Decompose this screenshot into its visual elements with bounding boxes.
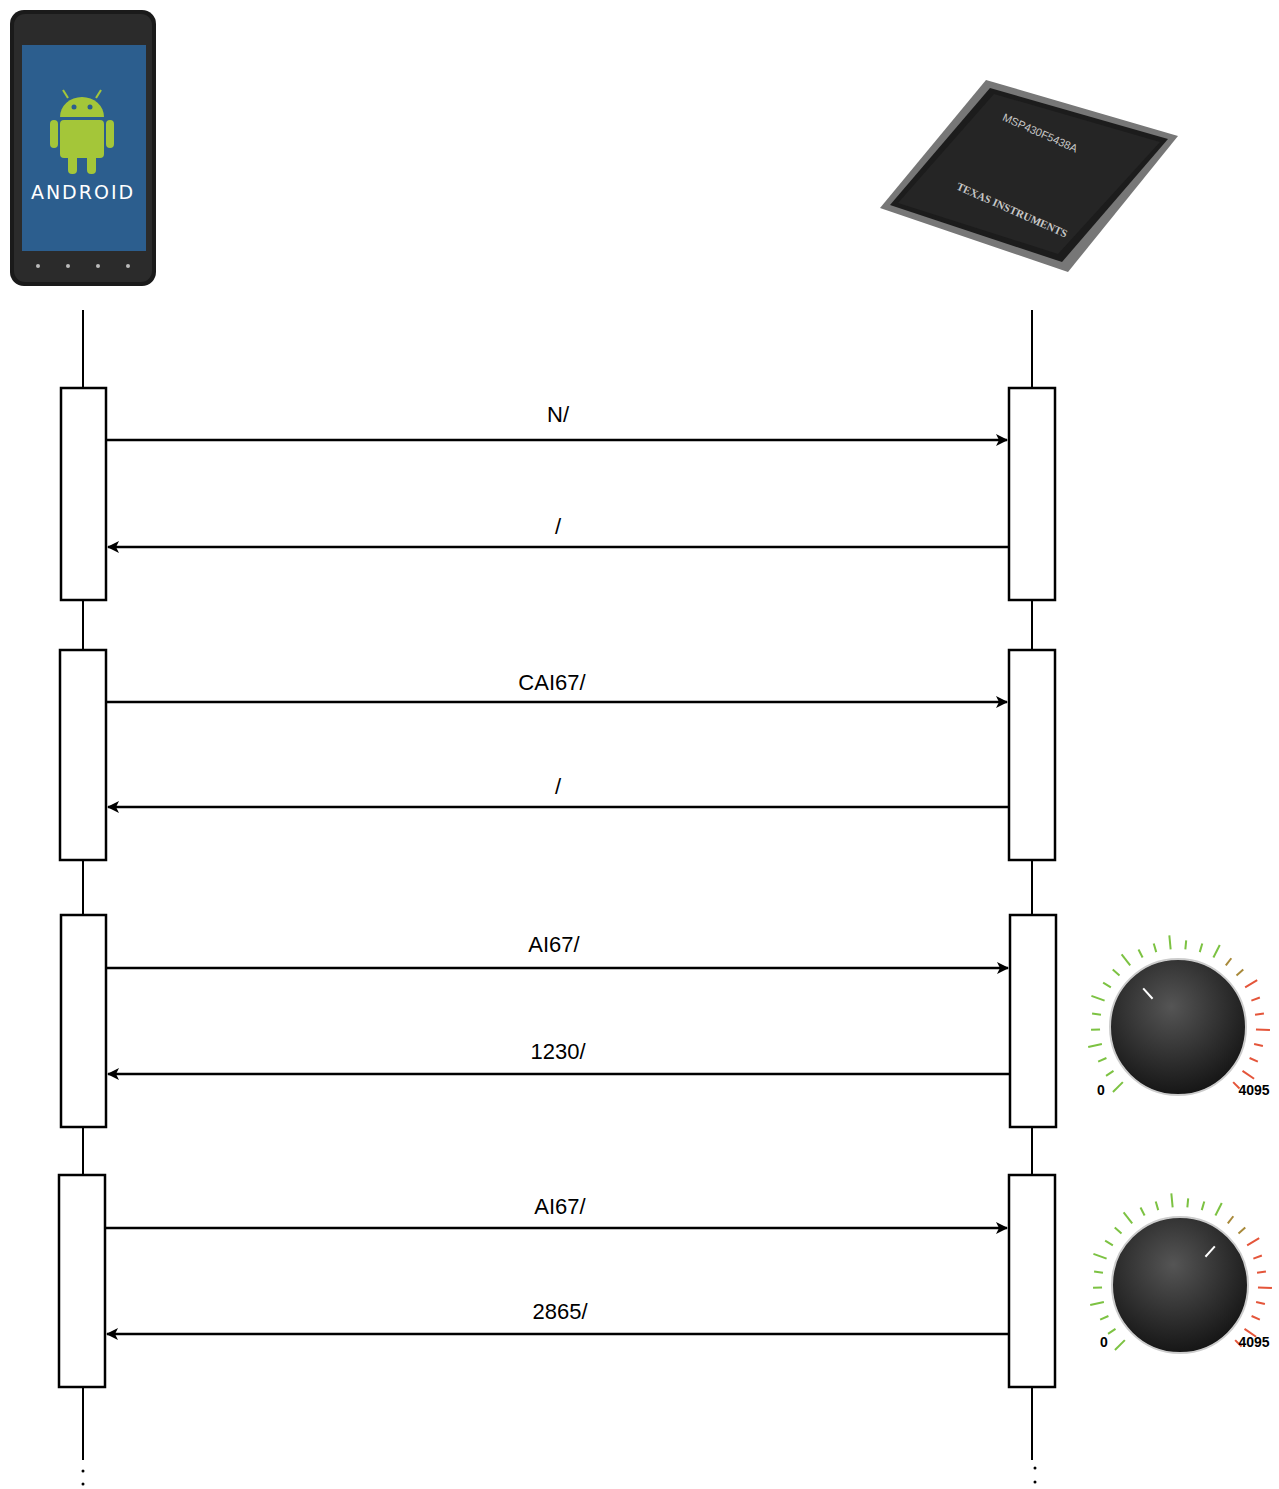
dial-tick <box>1255 1013 1264 1014</box>
dial-tick <box>1239 1227 1246 1233</box>
dial-tick <box>1100 1316 1108 1320</box>
dial-tick <box>1090 1302 1104 1305</box>
dial-tick <box>1092 1013 1101 1014</box>
dial-tick <box>1250 1058 1258 1062</box>
scale-label: 0 <box>1100 1334 1108 1350</box>
dial-tick <box>1105 1241 1113 1246</box>
scale-label: 4095 <box>1238 1082 1269 1098</box>
scale-label: 0 <box>1097 1082 1105 1098</box>
dial-tick <box>1124 1212 1133 1223</box>
message-label: 1230/ <box>530 1039 585 1064</box>
dial-tick <box>1098 1058 1106 1062</box>
dial-tick <box>1186 1198 1189 1207</box>
knob <box>1112 1217 1248 1353</box>
msp430-chip <box>880 80 1178 272</box>
dial-tick <box>1169 935 1170 949</box>
message-label: / <box>555 514 561 539</box>
dial-tick <box>1256 1028 1270 1030</box>
dial-tick <box>1251 998 1259 1001</box>
dial-tick <box>1113 969 1120 975</box>
message-label: AI67/ <box>528 932 579 957</box>
message-label: / <box>555 774 561 799</box>
scale-label: 4095 <box>1238 1334 1269 1350</box>
dial-tick <box>1088 1044 1102 1047</box>
dial-tick <box>1154 943 1157 952</box>
knob-pointer <box>1205 1246 1214 1256</box>
dial-tick <box>1106 1071 1113 1076</box>
message-label: CAI67/ <box>518 670 585 695</box>
dial-tick <box>1115 1340 1125 1350</box>
dial-tick <box>1258 1286 1272 1288</box>
dial-tick <box>1171 1193 1172 1207</box>
dial-tick <box>1247 1238 1259 1245</box>
message-arrow <box>105 440 1010 1334</box>
continuation-dots <box>82 1467 1037 1486</box>
dial-tick <box>1257 1271 1266 1272</box>
message-label: 2865/ <box>532 1299 587 1324</box>
dial-tick <box>1252 1316 1260 1320</box>
dial-tick <box>1141 1207 1145 1215</box>
dial-tick <box>1091 996 1104 1001</box>
dial-tick <box>1113 1082 1123 1092</box>
knob-pointer <box>1143 988 1152 998</box>
dial-tick <box>1243 1071 1255 1079</box>
dial-tick <box>1213 945 1219 957</box>
dial-tick <box>1226 958 1232 965</box>
dial-tick <box>1256 1302 1265 1304</box>
dial-tick <box>1103 983 1111 988</box>
knob <box>1110 959 1246 1095</box>
dial-tick <box>1093 1254 1106 1259</box>
dial-tick <box>1228 1216 1234 1223</box>
dial-tick <box>1184 940 1187 949</box>
lifeline <box>83 310 1032 1460</box>
android-phone <box>10 10 156 286</box>
dial-tick <box>1108 1329 1115 1334</box>
dial-tick <box>1122 954 1131 965</box>
dial-tick <box>1215 1203 1221 1215</box>
knob-group <box>1088 935 1272 1353</box>
dial-tick <box>1253 1256 1261 1259</box>
dial-tick <box>1156 1201 1159 1210</box>
dial-tick <box>1202 1201 1205 1210</box>
message-label: N/ <box>547 402 569 427</box>
dial-tick <box>1094 1271 1103 1272</box>
dial-tick <box>1115 1227 1122 1233</box>
dial-tick <box>1237 969 1244 975</box>
dial-tick <box>1091 1028 1100 1030</box>
dial-tick <box>1254 1044 1263 1046</box>
dial-tick <box>1200 943 1203 952</box>
dial-tick <box>1245 980 1257 987</box>
brand-text: ANDROID <box>31 182 135 204</box>
dial-tick <box>1139 949 1143 957</box>
activation-bar <box>59 388 1056 1387</box>
message-label: AI67/ <box>534 1194 585 1219</box>
dial-tick <box>1093 1286 1102 1288</box>
